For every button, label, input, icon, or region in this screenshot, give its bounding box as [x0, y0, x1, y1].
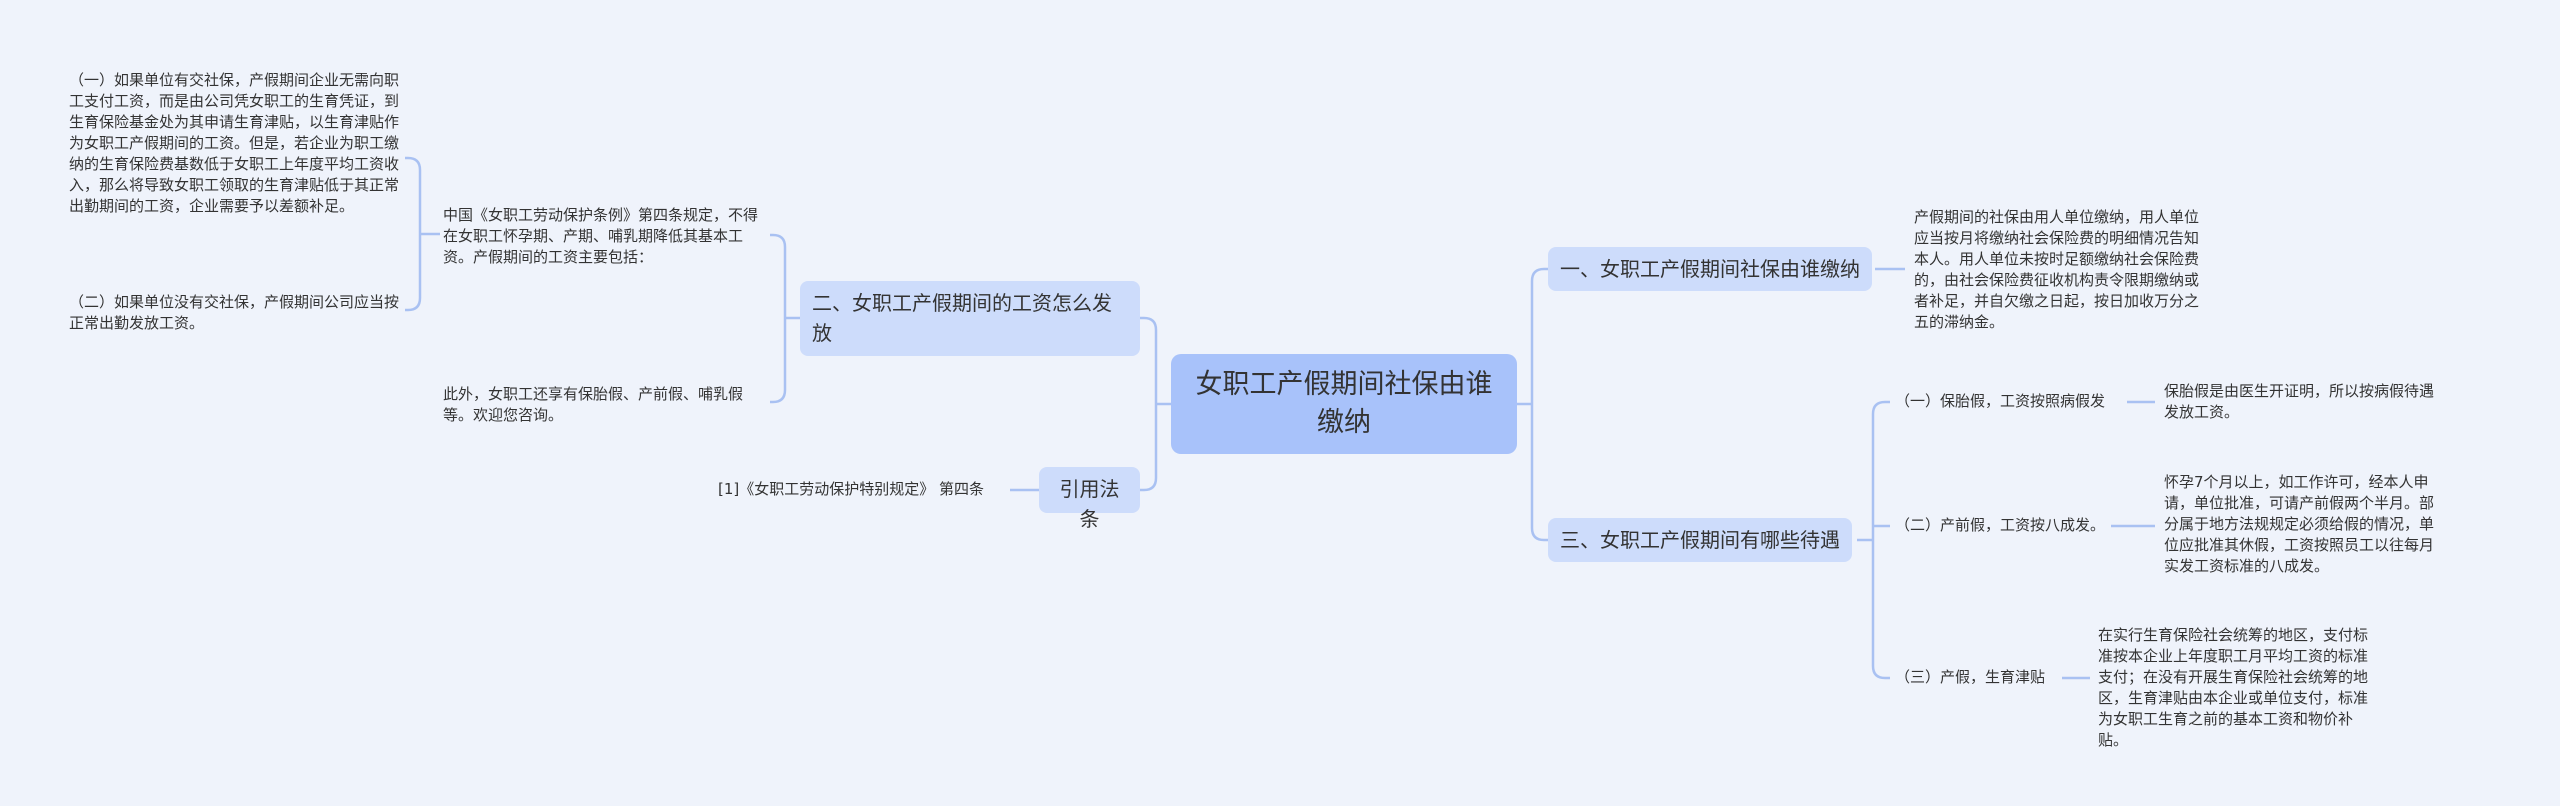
branch-salary[interactable]: 二、女职工产假期间的工资怎么发放 [800, 281, 1140, 356]
benefit-item-detail: 在实行生育保险社会统筹的地区，支付标准按本企业上年度职工月平均工资的标准支付；在… [2098, 626, 2369, 749]
benefit-item-label[interactable]: （三）产假，生育津贴 [1895, 668, 2046, 686]
benefit-item-detail: 怀孕7个月以上，如工作许可，经本人申请，单位批准，可请产前假两个半月。部分属于地… [2164, 473, 2435, 575]
branch-title: 引用法条 [1059, 477, 1120, 531]
branch-benefits[interactable]: 三、女职工产假期间有哪些待遇 [1548, 518, 1852, 562]
benefit-item-label[interactable]: （二）产前假，工资按八成发。 [1895, 516, 2106, 534]
branch-law-reference[interactable]: 引用法条 [1039, 467, 1140, 531]
salary-sub-with-insurance[interactable]: （一）如果单位有交社保，产假期间企业无需向职工支付工资，而是由公司凭女职工的生育… [69, 71, 400, 215]
branch-title: 一、女职工产假期间社保由谁缴纳 [1560, 257, 1860, 281]
branch-social-insurance[interactable]: 一、女职工产假期间社保由谁缴纳 [1548, 247, 1872, 291]
law-reference-item[interactable]: [1]《女职工劳动保护特别规定》 第四条 [718, 480, 985, 498]
benefit-item-label[interactable]: （一）保胎假，工资按照病假发 [1895, 392, 2106, 410]
root-title: 女职工产假期间社保由谁缴纳 [1195, 369, 1493, 438]
salary-item-regulation[interactable]: 中国《女职工劳动保护条例》第四条规定，不得在女职工怀孕期、产期、哺乳期降低其基本… [443, 206, 759, 266]
salary-item-other-leave[interactable]: 此外，女职工还享有保胎假、产前假、哺乳假等。欢迎您咨询。 [443, 385, 744, 424]
root-node[interactable]: 女职工产假期间社保由谁缴纳 [1171, 354, 1517, 454]
salary-sub-without-insurance[interactable]: （二）如果单位没有交社保，产假期间公司应当按正常出勤发放工资。 [69, 293, 400, 332]
branch-title: 三、女职工产假期间有哪些待遇 [1560, 528, 1840, 552]
branch-title: 二、女职工产假期间的工资怎么发放 [812, 291, 1112, 345]
benefit-item-detail: 保胎假是由医生开证明，所以按病假待遇发放工资。 [2164, 382, 2435, 421]
branch-social-insurance-detail: 产假期间的社保由用人单位缴纳，用人单位应当按月将缴纳社会保险费的明细情况告知本人… [1914, 208, 2200, 331]
